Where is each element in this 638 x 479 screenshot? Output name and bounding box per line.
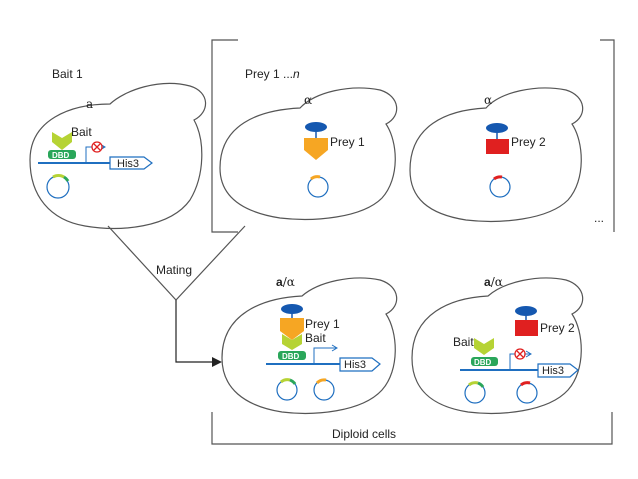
his3-reporter-gene <box>109 156 153 170</box>
ellipsis: ... <box>594 211 604 225</box>
bait-cell-type: a <box>86 97 93 111</box>
plasmid <box>489 176 511 198</box>
plasmid-dbd-insert <box>63 175 70 182</box>
blocked-x <box>516 350 524 358</box>
plasmid-dbd-insert <box>477 381 485 388</box>
promoter-arrowhead <box>331 344 338 352</box>
bait-cell: a His3 DBD Bait <box>29 82 207 229</box>
his3-label: His3 <box>542 365 564 377</box>
prey-1-label: Prey 1 <box>330 135 365 149</box>
dbd-label: DBD <box>282 352 300 361</box>
prey-cell-1-type: α <box>304 93 312 107</box>
bait-protein <box>52 132 72 150</box>
his3-label: His3 <box>117 158 139 170</box>
prey-2-protein <box>515 320 538 336</box>
mating-label: Mating <box>156 263 192 277</box>
plasmid-bait-insert <box>280 378 291 384</box>
prey-cell-2: α Prey 2 <box>409 87 584 222</box>
plasmid <box>307 176 329 198</box>
plasmid-bait-insert <box>468 381 479 387</box>
dbd-domain <box>278 351 306 360</box>
diploid-cell-2-type: a/α <box>484 275 503 289</box>
diploid-cell-2-membrane <box>411 277 584 414</box>
his3-label: His3 <box>344 359 366 371</box>
prey-1-protein <box>280 318 304 340</box>
diploid-cell-1-membrane <box>221 277 398 414</box>
bait-header: Bait 1 <box>52 67 83 81</box>
prey-2-protein <box>486 139 509 154</box>
prey-cell-2-membrane <box>409 87 584 222</box>
diploid-bracket <box>211 412 613 445</box>
activation-domain <box>486 123 508 133</box>
his3-reporter-gene <box>537 363 579 378</box>
activation-domain <box>305 122 327 132</box>
prey-header: Prey 1 ...n <box>245 67 300 81</box>
mating-label-bg <box>155 262 197 276</box>
mating-arrow <box>175 300 218 363</box>
plasmid-prey-insert <box>493 175 503 181</box>
bait-protein <box>474 338 494 355</box>
blocked-x <box>93 143 101 151</box>
diploid-cell-1: a/α Prey 1 Bait DBD His3 <box>221 275 398 414</box>
prey-1-protein <box>304 138 328 160</box>
prey-bracket-left <box>211 39 238 233</box>
dbd-domain <box>48 150 76 159</box>
dbd-label: DBD <box>52 151 70 160</box>
prey-2-label: Prey 2 <box>540 321 575 335</box>
dbd-label: DBD <box>474 358 492 367</box>
promoter-arrow-active <box>313 347 336 364</box>
bait-label: Bait <box>305 331 326 345</box>
diploid-cell-1-type: a/α <box>276 275 295 289</box>
plasmid-prey-insert <box>310 175 321 181</box>
prey-1-label: Prey 1 <box>305 317 340 331</box>
prey-cell-1-membrane <box>219 87 398 220</box>
plasmid-bait-insert <box>52 174 65 179</box>
bait-protein <box>282 334 302 350</box>
bait-label: Bait <box>71 125 92 139</box>
activation-domain <box>515 306 537 316</box>
diploid-cell-2: a/α Prey 2 Bait DBD His3 <box>411 275 584 414</box>
promoter-arrowhead <box>525 350 532 358</box>
activation-domain <box>281 304 303 314</box>
dbd-domain <box>471 357 498 366</box>
prey-2-label: Prey 2 <box>511 135 546 149</box>
diploid-label: Diploid cells <box>332 427 396 441</box>
mating-arrowhead <box>212 357 222 367</box>
plasmid <box>516 382 538 404</box>
bait-cell-membrane <box>29 82 207 229</box>
plasmid-dbd-insert <box>289 378 297 385</box>
prey-bracket-right <box>600 39 615 232</box>
prey-cell-2-type: α <box>484 93 492 107</box>
prey-cell-1: α Prey 1 <box>219 87 398 220</box>
plasmid-prey-insert <box>315 378 327 385</box>
plasmid-prey-insert <box>520 381 531 387</box>
his3-reporter-gene <box>339 357 381 372</box>
bait-label: Bait <box>453 335 474 349</box>
